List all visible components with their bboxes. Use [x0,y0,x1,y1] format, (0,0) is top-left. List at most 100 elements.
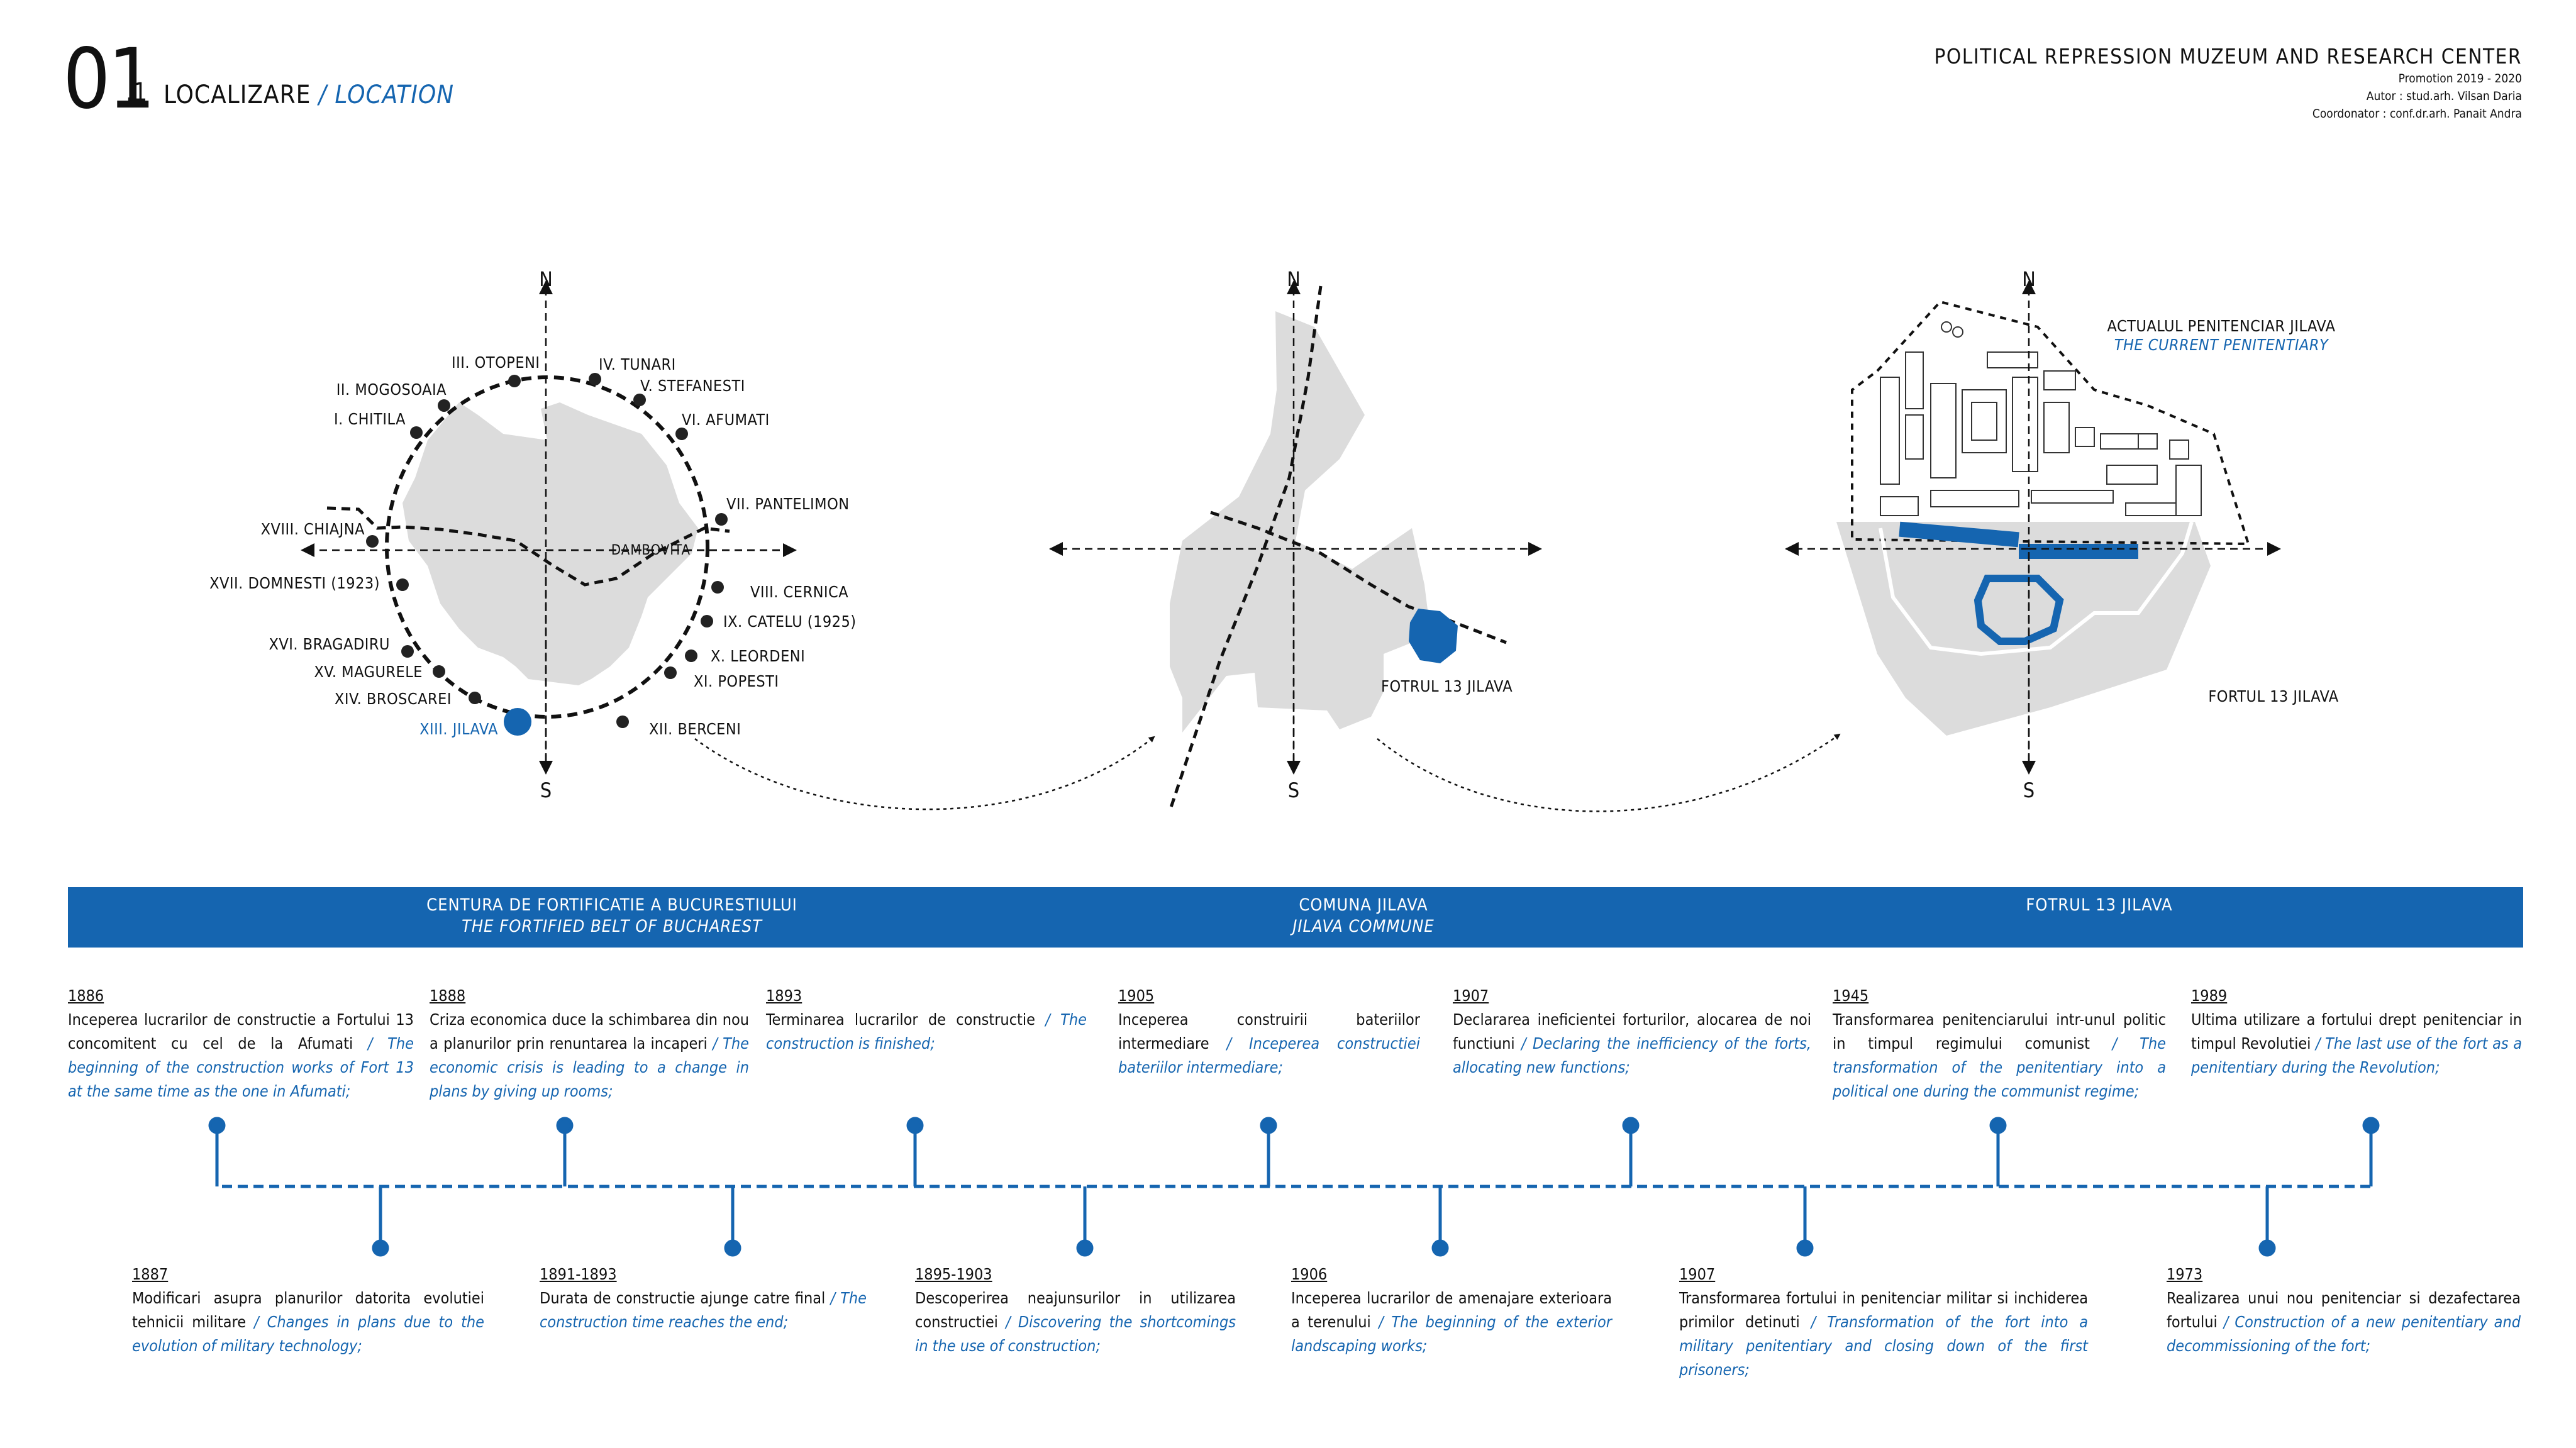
commune-area [1170,311,1431,732]
event-1907a: 1907 Declararea ineficientei forturilor,… [1453,984,1811,1080]
fortified-belt-ring [385,375,709,719]
event-text-en: Declaring the inefficiency of the forts,… [1453,1034,1811,1076]
event-text-ro: Transformarea penitenciarului intr-unul … [1833,1010,2166,1053]
fort-dot-jilava [504,708,531,736]
event-text-en: Inceperea constructiei bateriilor interm… [1118,1034,1420,1076]
tick-1886 [208,1117,226,1134]
fort-dot-popesti [664,666,677,679]
event-text-en: The last use of the fort as a penitentia… [2191,1034,2522,1076]
event-1989: 1989 Ultima utilizare a fortului drept p… [2191,984,2522,1080]
tick-1945 [1989,1117,2007,1134]
fort-dot-chiajna [366,535,379,548]
fort-label-afumati: VI. AFUMATI [682,411,770,429]
event-text-en: Changes in plans due to the evolution of… [132,1313,484,1355]
site-road [1879,521,2194,656]
map1-north: N [539,267,553,291]
event-text-en: The transformation of the penitentiary i… [1833,1034,2166,1100]
map3-north: N [2022,267,2036,291]
event-year: 1907 [1679,1265,1716,1283]
fort-label-magurele: XV. MAGURELE [314,663,423,681]
fort13-marker [1409,609,1458,663]
fort-dot-catelu [701,615,713,627]
event-1886: 1886 Inceperea lucrarilor de constructie… [68,984,414,1103]
fort-label-broscarei: XIV. BROSCAREI [335,690,452,708]
timeline-axis [208,1117,2380,1257]
event-text-en: The construction time reaches the end; [540,1289,867,1331]
event-year: 1989 [2191,987,2228,1005]
map2-road-river [1210,511,1507,644]
event-text-en: The beginning of the exterior landscapin… [1291,1313,1612,1355]
event-year: 1973 [2167,1265,2203,1283]
fort-rampart-bar [1899,521,2019,548]
penitentiary-label-ro: ACTUALUL PENITENCIAR JILAVA [2107,317,2336,335]
map-jilava-commune: N S FOTRUL 13 JILAVA [1049,267,1542,812]
event-text-ro: Inceperea construirii bateriilor interme… [1118,1010,1420,1053]
event-1906: 1906 Inceperea lucrarilor de amenajare e… [1291,1263,1612,1358]
fort-dot-domnesti [396,578,409,591]
fort-label-bragadiru: XVI. BRAGADIRU [269,635,390,653]
fort-label-mogosoaia: II. MOGOSOAIA [336,380,447,399]
map2-road-diagonal [1168,285,1323,812]
fort-label-popesti: XI. POPESTI [694,672,779,690]
event-text-en: Discovering the shortcomings in the use … [915,1313,1236,1355]
fort-label-tunari: IV. TUNARI [599,355,676,373]
fort-label-catelu: IX. CATELU (1925) [723,612,857,631]
fort-label-chiajna: XVIII. CHIAJNA [261,520,365,538]
map-bucharest-belt: N S DAMBOVITA I. CHITILA II. MOGOSOAIA I… [209,267,856,802]
event-text-ro: Realizarea unui nou penitenciar si dezaf… [2167,1289,2521,1331]
map1-south: S [540,778,552,802]
event-1895-1903: 1895-1903 Descoperirea neajunsurilor in … [915,1263,1236,1358]
map3-fort-label: FORTUL 13 JILAVA [2208,687,2338,705]
band-belt-ro: CENTURA DE FORTIFICATIE A BUCURESTIULUI [426,895,797,915]
event-text-ro: Inceperea lucrarilor de constructie a Fo… [68,1010,414,1053]
maps-diagram: N S DAMBOVITA I. CHITILA II. MOGOSOAIA I… [209,267,2338,812]
event-text-en: The beginning of the construction works … [68,1034,414,1100]
tick-1989 [2362,1117,2380,1134]
event-text-ro: Terminarea lucrarilor de constructie [766,1010,1035,1029]
event-text-ro: Transformarea fortului in penitenciar mi… [1679,1289,2088,1331]
title-en: LOCATION [335,80,455,109]
connector-arrow-1 [694,736,1155,810]
fort-label-cernica: VIII. CERNICA [750,583,848,601]
event-1888: 1888 Criza economica duce la schimbarea … [430,984,749,1103]
title-ro: LOCALIZARE [164,80,311,109]
penitentiary-buildings [1880,321,2202,516]
map3-south: S [2023,778,2035,802]
section-number: 01 [63,31,155,128]
fort-dot-berceni [616,716,629,728]
band-commune-en: JILAVA COMMUNE [1292,917,1435,936]
tick-1887 [372,1239,389,1257]
event-text-en: The economic crisis is leading to a chan… [430,1034,749,1100]
fort-rampart-bar-2 [2019,544,2138,559]
fort-dot-pantelimon [715,513,728,526]
event-year: 1887 [132,1265,169,1283]
event-1905: 1905 Inceperea construirii bateriilor in… [1118,984,1420,1080]
event-text-ro: Durata de constructie ajunge catre final [540,1289,826,1307]
timeline-line [215,1129,2373,1188]
band-label-fort: FOTRUL 13 JILAVA [1892,895,2307,916]
dambovita-river [326,506,730,587]
map2-fort-label: FOTRUL 13 JILAVA [1381,677,1513,695]
event-year: 1888 [430,987,466,1005]
promotion-text: Promotion 2019 - 2020 [2398,72,2522,86]
event-text-en: Transformation of the fort into a milita… [1679,1313,2088,1379]
tick-1895 [1076,1239,1094,1257]
fort-dot-cernica [711,581,724,594]
tick-1888 [556,1117,574,1134]
tick-1905 [1260,1117,1277,1134]
event-year: 1906 [1291,1265,1328,1283]
event-1891-1893: 1891-1893 Durata de constructie ajunge c… [540,1263,867,1334]
band-belt-en: THE FORTIFIED BELT OF BUCHAREST [462,917,762,936]
event-text-ro: Inceperea lucrarilor de amenajare exteri… [1291,1289,1612,1331]
event-year: 1945 [1833,987,1869,1005]
author-text: Autor : stud.arh. Vilsan Daria [2366,89,2522,103]
fort-ring [1974,575,2064,645]
tick-1891 [724,1239,741,1257]
event-year: 1895-1903 [915,1265,992,1283]
tick-1906 [1431,1239,1449,1257]
fort-dot-tunari [589,373,601,385]
penitentiary-boundary [1851,300,2250,546]
map-fort13-site: N S ACTUALUL PENITENCIAR JILAVA THE CURR… [1785,267,2338,802]
event-text-ro: Modificari asupra planurilor datorita ev… [132,1289,484,1331]
fort-dot-otopeni [508,375,521,387]
